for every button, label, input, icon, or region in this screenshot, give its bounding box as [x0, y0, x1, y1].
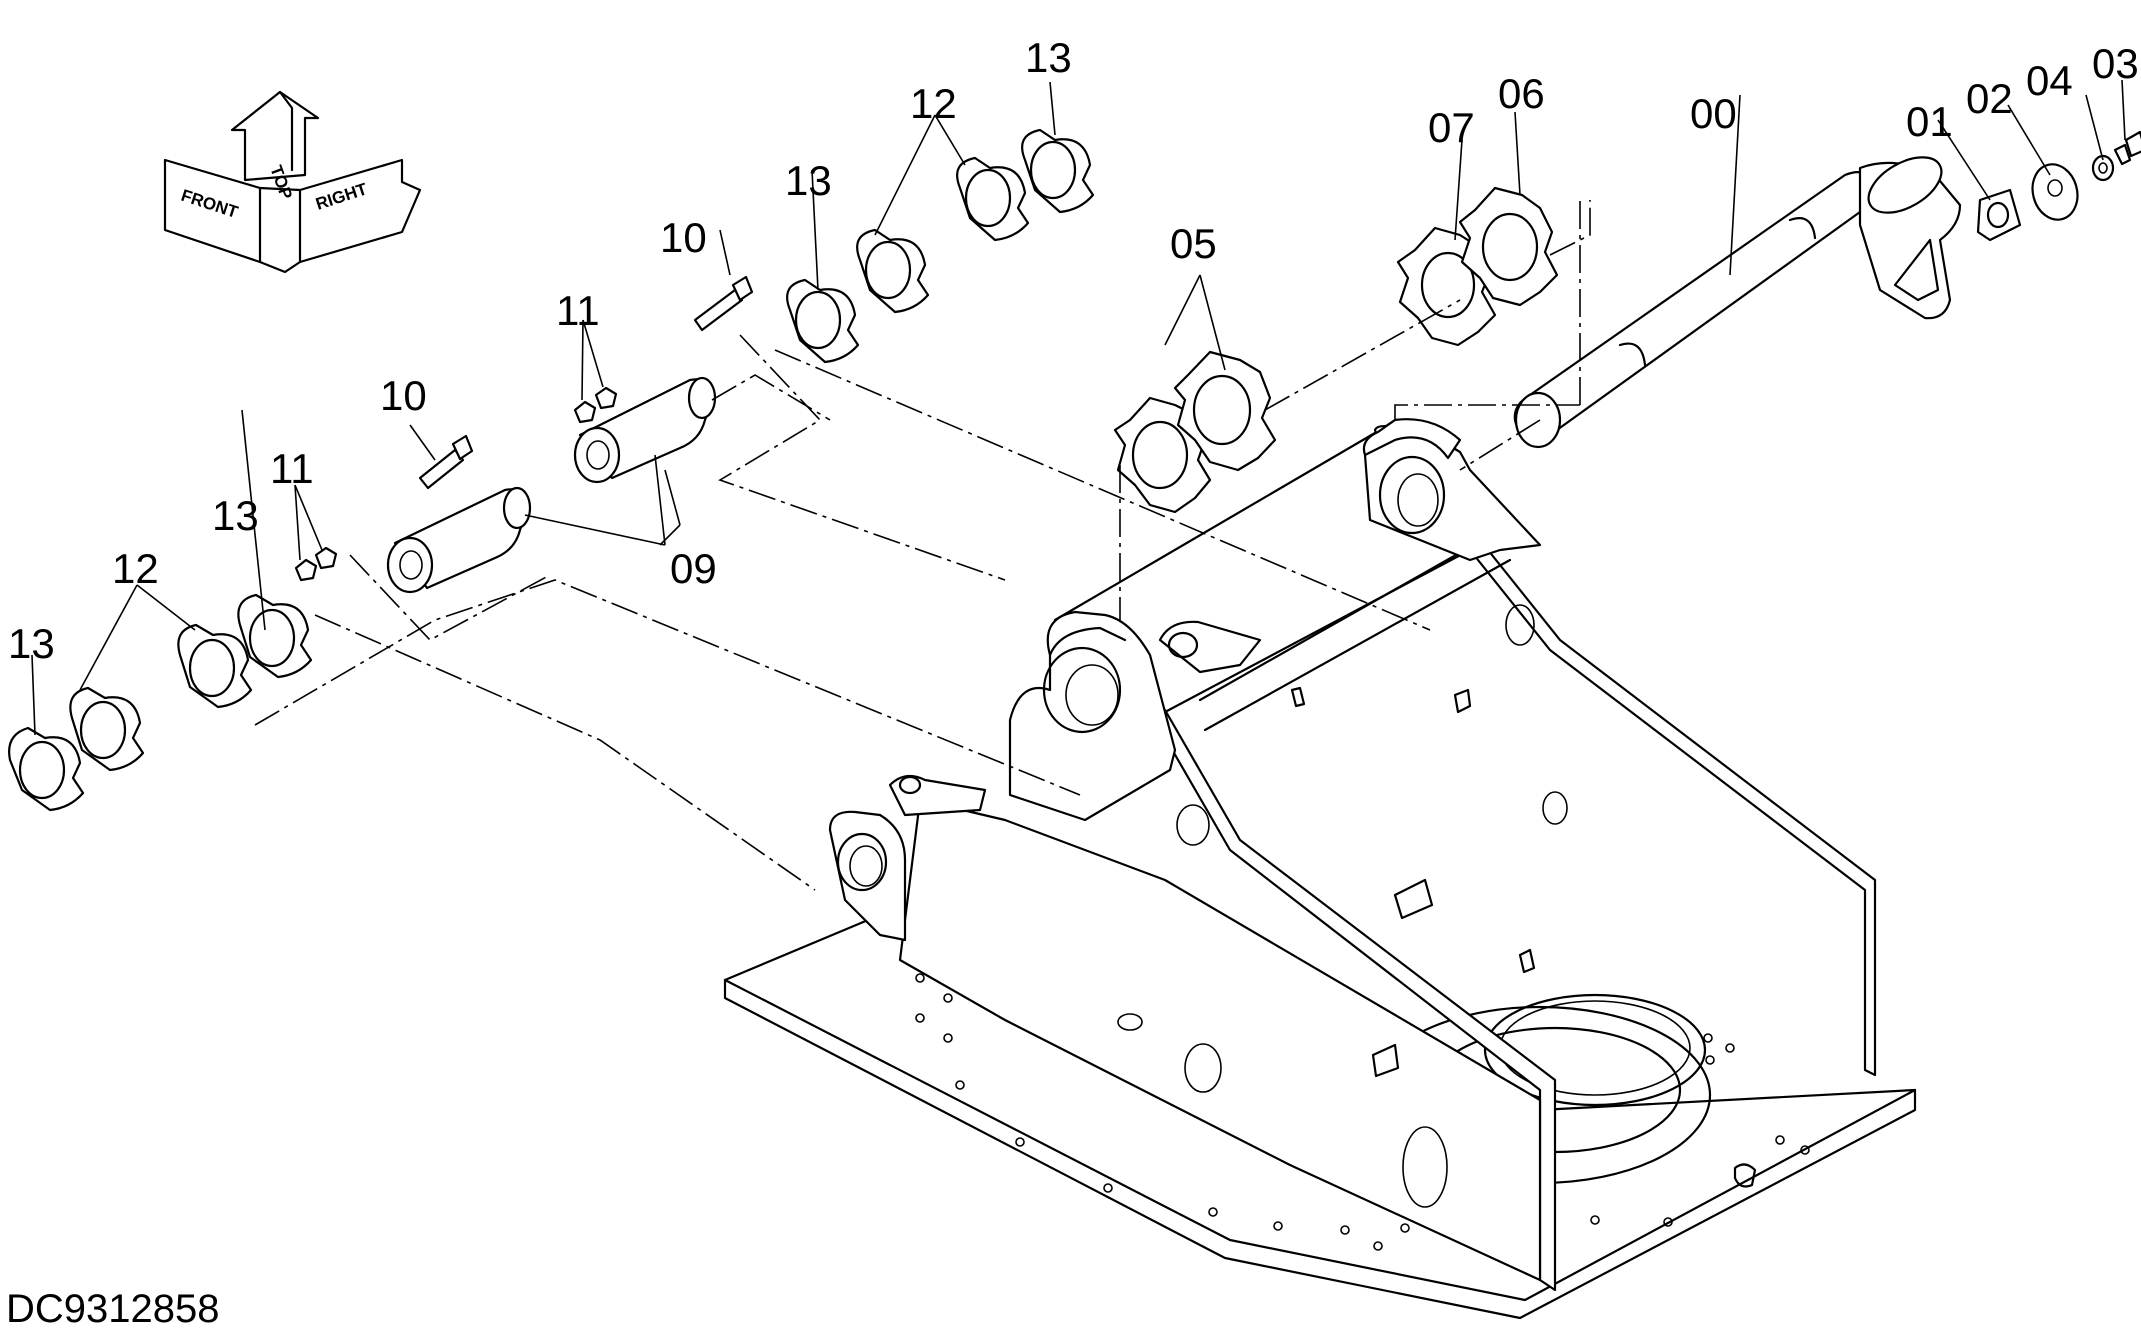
washer-02	[2031, 163, 2079, 221]
callout-07: 07	[1428, 104, 1475, 151]
right-side-plate	[1468, 538, 1877, 1077]
pin-09-upper	[573, 376, 717, 484]
callout-13-lower: 13	[212, 492, 259, 539]
main-pin-00	[1513, 156, 1962, 449]
bracket	[1371, 1043, 1400, 1078]
lock-washer-04	[2091, 154, 2115, 182]
shim-06	[1458, 186, 1559, 307]
orientation-indicator: FRONT TOP RIGHT	[163, 90, 422, 274]
callout-09: 09	[670, 545, 717, 592]
shims-12-13-upper	[786, 128, 1095, 364]
callout-06: 06	[1498, 70, 1545, 117]
nuts-11-lower	[294, 546, 338, 582]
callout-13-far-left: 13	[8, 620, 55, 667]
bracket	[1518, 948, 1536, 974]
callout-12-upper: 12	[910, 80, 957, 127]
bolt-10-lower	[418, 434, 474, 490]
callout-labels: 00 01 02 03 04 05 06 07 09 10 10 11 11 1…	[8, 34, 2139, 667]
plate-holes	[915, 973, 1810, 1251]
drawing-number: DC9312858	[6, 1287, 220, 1331]
leader-lines	[31, 79, 2126, 736]
callout-01: 01	[1906, 98, 1953, 145]
callout-11-lower: 11	[270, 445, 314, 492]
boom-foot-bracket-right	[1362, 418, 1542, 562]
callout-11-upper: 11	[556, 287, 600, 334]
callout-12-lower: 12	[112, 545, 159, 592]
callout-10-upper: 10	[660, 214, 707, 261]
callout-13-top: 13	[1025, 34, 1072, 81]
callout-00: 00	[1690, 90, 1737, 137]
callout-04: 04	[2026, 57, 2073, 104]
callout-05: 05	[1170, 220, 1217, 267]
base-plate	[723, 913, 1917, 1320]
bracket	[1290, 686, 1306, 708]
callout-10-lower: 10	[380, 372, 427, 419]
nut-01	[1976, 188, 2022, 242]
nuts-11-upper	[573, 386, 618, 424]
bracket	[1453, 688, 1472, 714]
assembly-centerlines	[254, 195, 1591, 891]
front-bracket-left	[828, 774, 987, 942]
callout-03: 03	[2092, 40, 2139, 87]
bolt-10-upper	[693, 275, 754, 332]
pin-09-lower	[386, 486, 532, 594]
callout-13-upper: 13	[785, 157, 832, 204]
bracket	[1393, 878, 1434, 920]
shims-12-13-lower	[8, 593, 313, 812]
bolt-03	[2113, 130, 2141, 166]
boom-foot-bracket-middle	[1008, 610, 1262, 822]
shims-05	[1113, 350, 1277, 514]
callout-02: 02	[1966, 75, 2013, 122]
